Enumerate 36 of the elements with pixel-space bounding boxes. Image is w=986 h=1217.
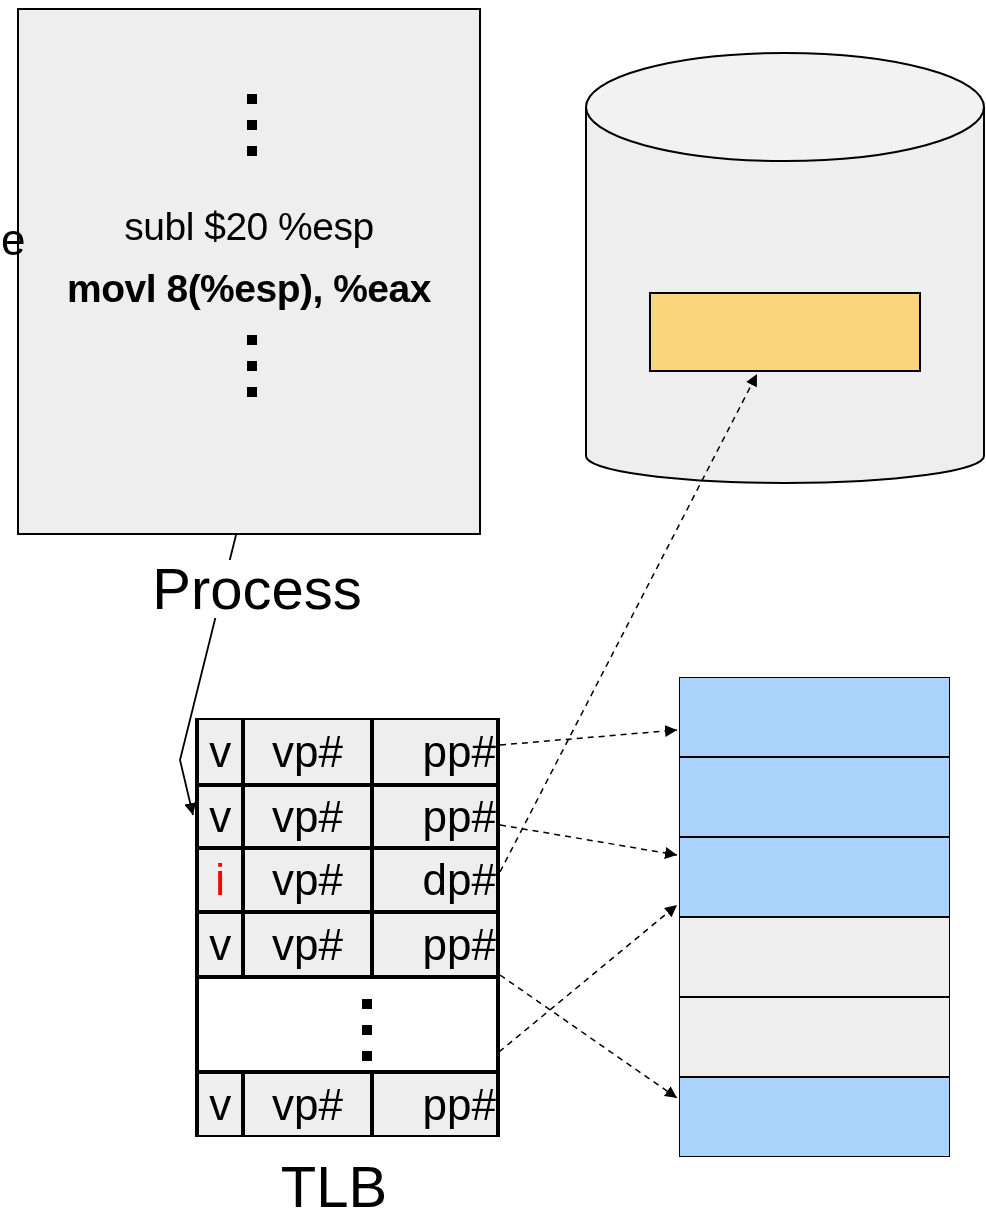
tlb-cell: vp# [243, 785, 372, 848]
tlb-cell: v [197, 718, 244, 785]
tlb-cell: vp# [243, 848, 372, 912]
arrow [499, 373, 758, 873]
table-row [197, 1072, 498, 1137]
memory-frame [679, 1077, 950, 1157]
tlb-cell: pp# [371, 912, 498, 977]
table-row [197, 785, 498, 848]
tlb-cell: vp# [243, 718, 372, 785]
arrow [499, 974, 678, 1099]
memory-frame [679, 677, 950, 757]
code-line: subl $20 %esp [123, 206, 375, 249]
tlb-cell: i [197, 848, 244, 912]
tlb-cell: pp# [371, 718, 498, 785]
tlb-cell: vp# [243, 1072, 372, 1137]
tlb-cell: v [197, 1072, 244, 1137]
table-row [197, 848, 498, 912]
tlb-table [195, 718, 500, 1137]
memory-frame [679, 757, 950, 837]
table-row [197, 912, 498, 977]
table-row [197, 977, 498, 1072]
memory-frame [679, 997, 950, 1077]
arrow [499, 725, 678, 746]
table-row [197, 718, 498, 785]
tlb-cell: dp# [371, 848, 498, 912]
memory-frame [679, 917, 950, 997]
memory-frame [679, 837, 950, 917]
code-line: movl 8(%esp), %eax [66, 268, 432, 311]
tlb-cell: v [197, 912, 244, 977]
arrow [499, 824, 678, 859]
disk-cylinder [585, 52, 985, 484]
tlb-cell: pp# [371, 1072, 498, 1137]
tlb-cell: vp# [243, 912, 372, 977]
data-block [649, 292, 921, 372]
tlb-cell: pp# [371, 785, 498, 848]
tlb-cell: v [197, 785, 244, 848]
